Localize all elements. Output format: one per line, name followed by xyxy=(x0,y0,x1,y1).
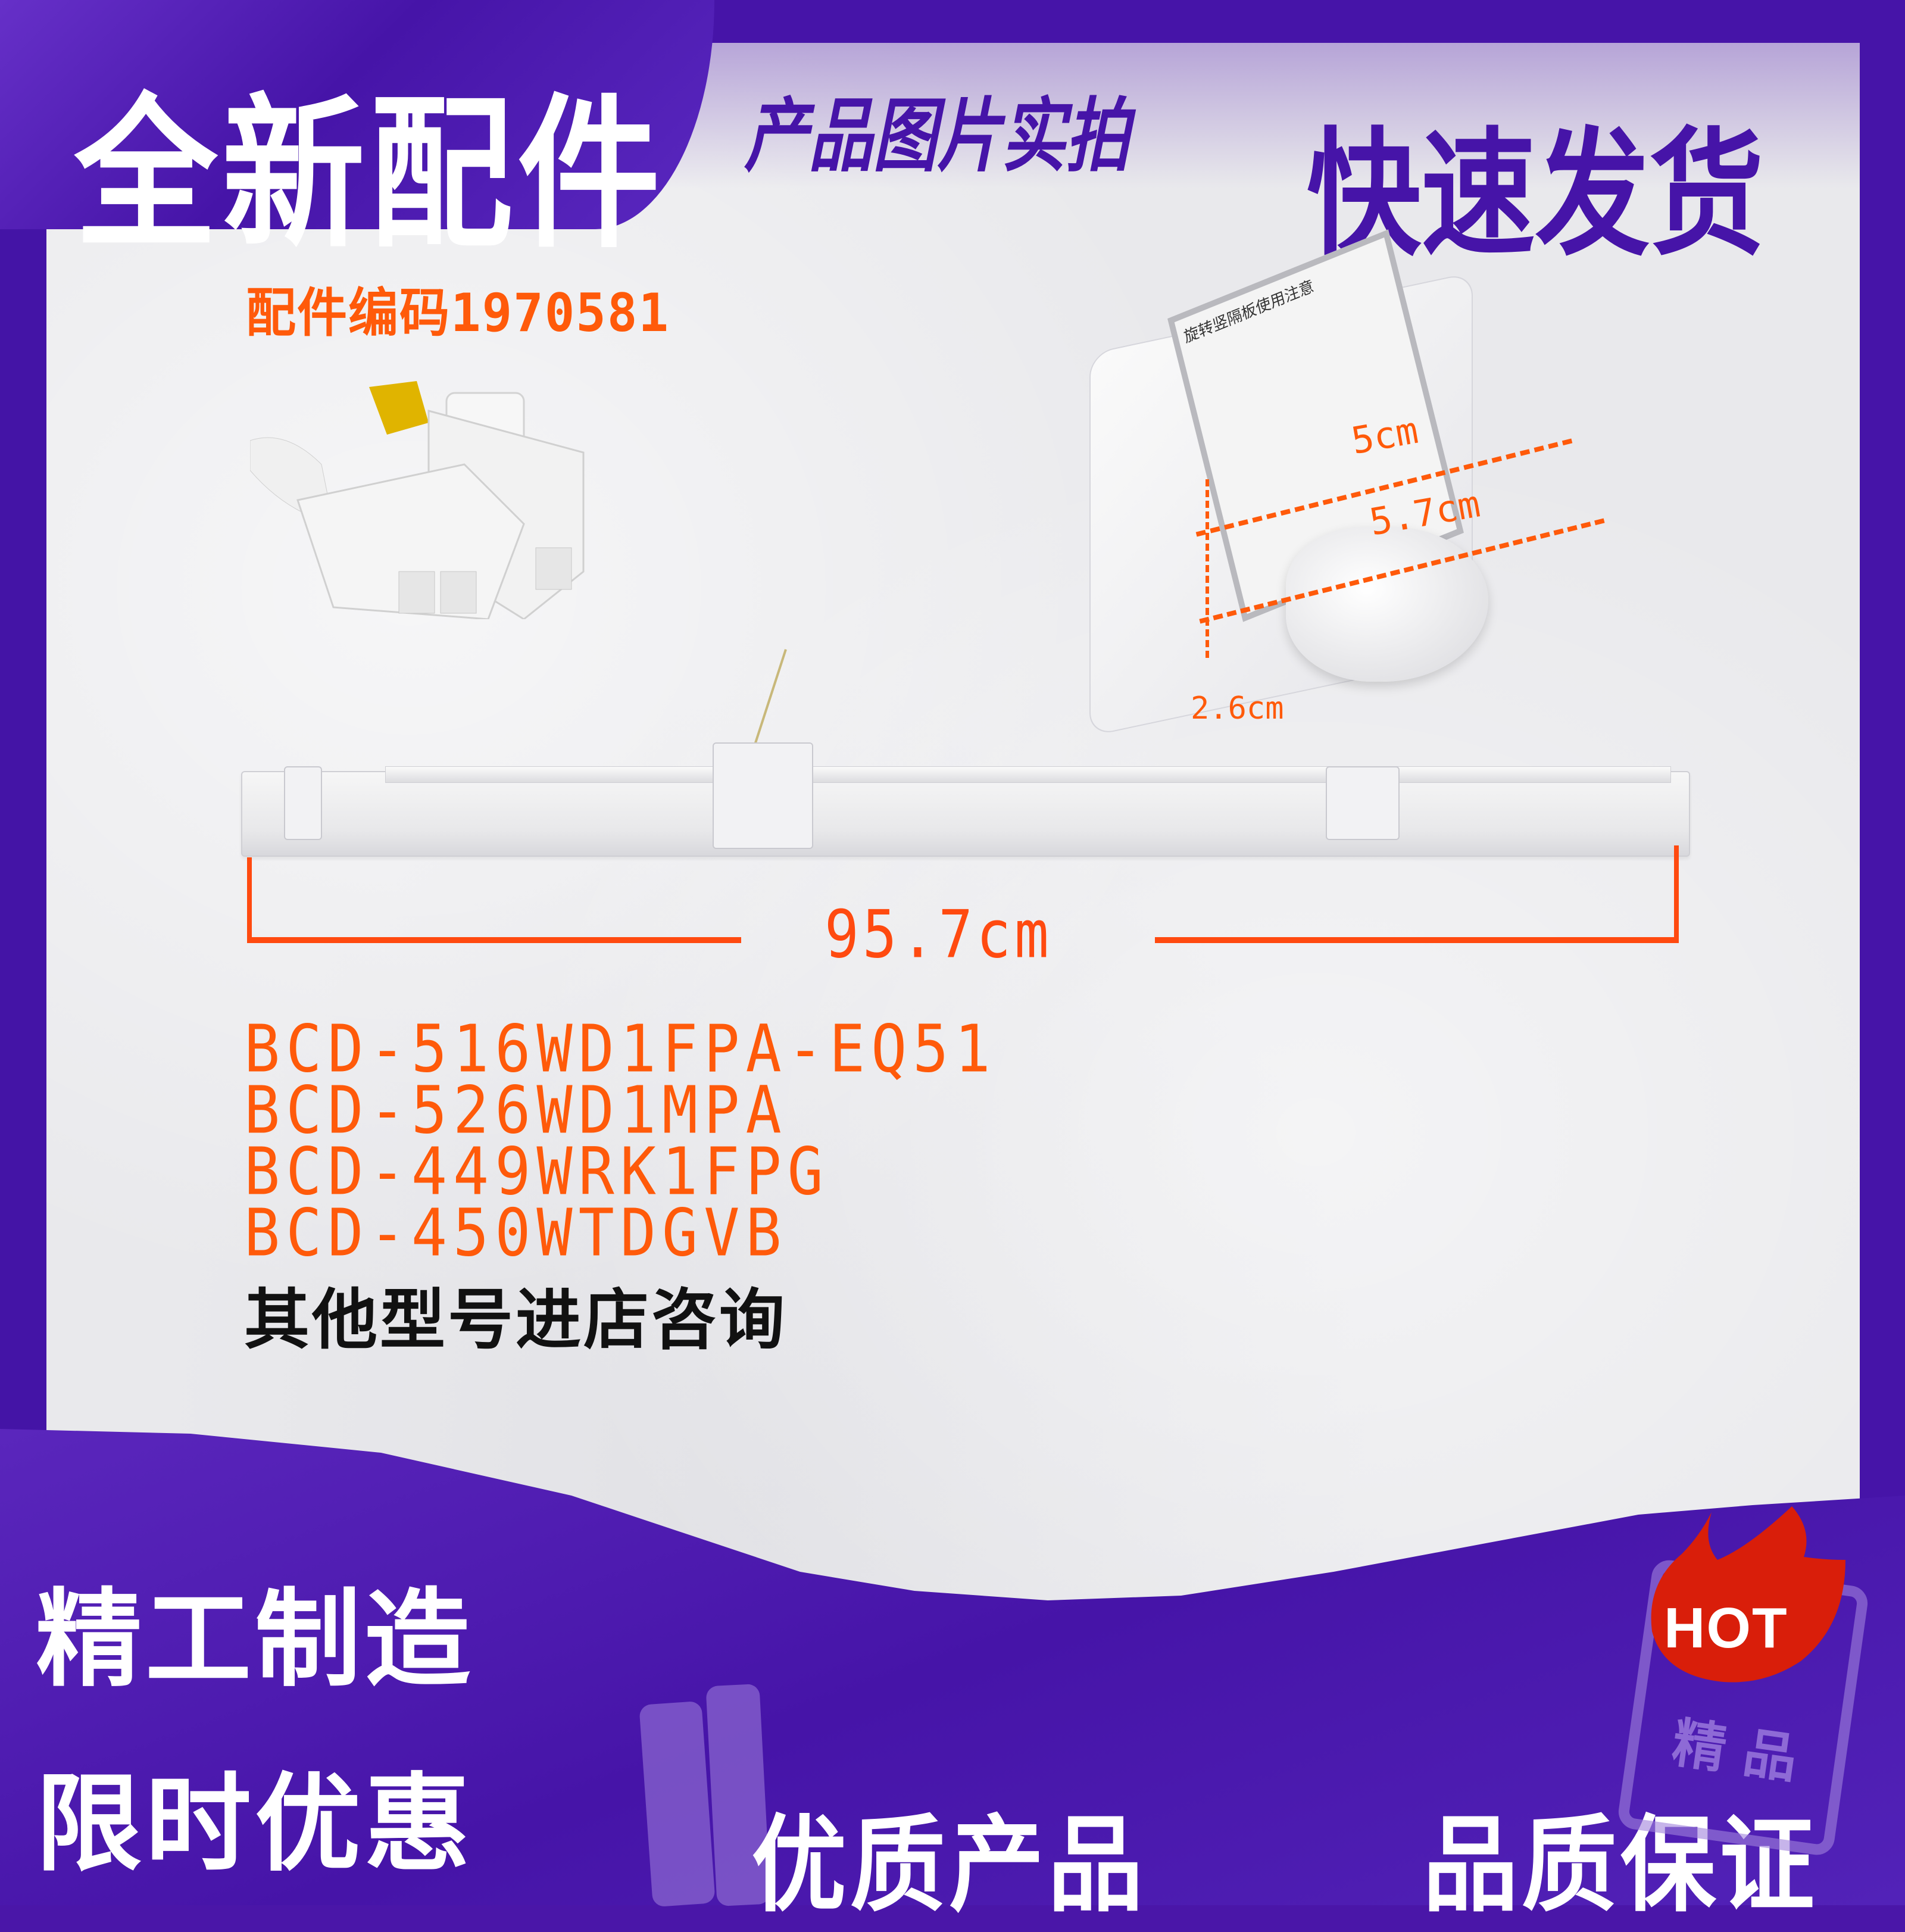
hot-badge-label: HOT xyxy=(1664,1596,1788,1660)
length-label: 95.7cm xyxy=(825,896,1053,973)
slogan-limited-offer: 限时优惠 xyxy=(36,1762,474,1886)
model-item: BCD-516WD1FPA-EQ51 xyxy=(244,1010,997,1087)
subtitle-real-photo: 产品图片实拍 xyxy=(744,90,1130,183)
dimension-line-left xyxy=(247,937,741,943)
dimension-line-right xyxy=(1155,937,1679,943)
bar-clip-right xyxy=(1326,766,1400,840)
dimension-tick-left xyxy=(247,857,252,942)
consult-note: 其他型号进店咨询 xyxy=(244,1282,787,1358)
compatible-models-list: BCD-516WD1FPA-EQ51 BCD-526WD1MPA BCD-449… xyxy=(244,1015,997,1362)
dimension-label-2-6cm: 2.6cm xyxy=(1191,691,1284,726)
model-item: BCD-450WTDGVB xyxy=(244,1194,788,1271)
part-code: 配件编码1970581 xyxy=(246,282,670,344)
bar-clip-center xyxy=(713,742,813,849)
model-item: BCD-449WRK1FPG xyxy=(244,1133,829,1210)
divider-bar-photo xyxy=(241,742,1690,857)
top-left-banner xyxy=(0,0,714,229)
bar-clip-left xyxy=(284,766,322,840)
flame-icon xyxy=(1651,1506,1845,1683)
connector-photo xyxy=(250,381,585,619)
title-new-parts: 全新配件 xyxy=(74,79,666,271)
rotating-knob xyxy=(1286,527,1488,682)
dimension-tick-right xyxy=(1674,845,1679,943)
slogan-fine-craft: 精工制造 xyxy=(36,1578,474,1701)
model-item: BCD-526WD1MPA xyxy=(244,1072,788,1148)
divider-mechanism-photo: 旋转竖隔板使用注意 5cm 5.7cm 2.6cm xyxy=(1089,229,1625,737)
slogan-quality-product: 优质产品 xyxy=(751,1803,1147,1927)
dimension-dash-2-6cm xyxy=(1206,479,1209,658)
bar-rail xyxy=(385,766,1671,783)
